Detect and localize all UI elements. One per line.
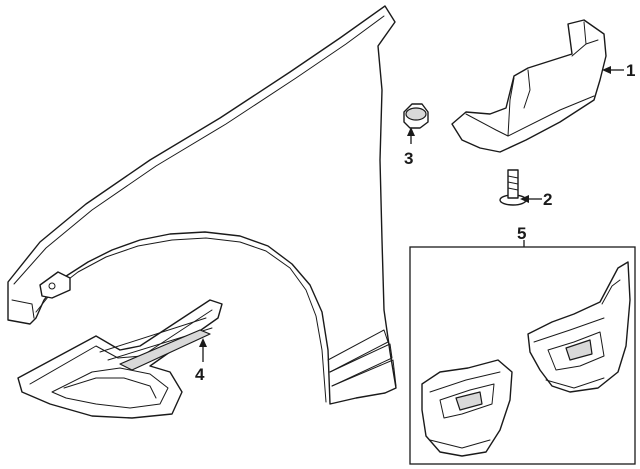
part-4-side-vent-trim bbox=[17, 299, 223, 419]
fender bbox=[7, 5, 397, 405]
callout-3: 3 bbox=[404, 149, 413, 168]
part-1-splash-shield bbox=[451, 19, 607, 153]
callout-2: 2 bbox=[543, 190, 552, 209]
part-5-kit-box bbox=[409, 246, 636, 465]
callout-4: 4 bbox=[195, 365, 205, 384]
arrowhead-3 bbox=[407, 127, 415, 136]
callout-1: 1 bbox=[626, 61, 635, 80]
callout-5: 5 bbox=[517, 224, 526, 243]
arrowhead-2 bbox=[520, 195, 529, 203]
arrowhead-4 bbox=[199, 338, 207, 347]
part-5-mud-flap-right bbox=[527, 261, 631, 393]
part-3-plug bbox=[403, 103, 429, 129]
arrowhead-1 bbox=[602, 66, 611, 74]
part-5-mud-flap-left bbox=[421, 359, 513, 457]
